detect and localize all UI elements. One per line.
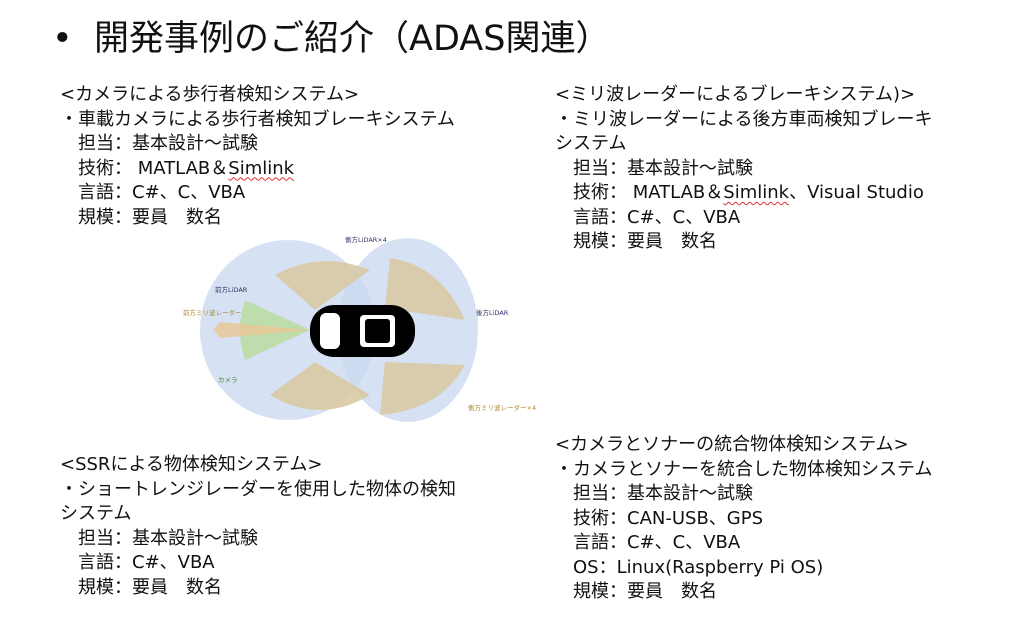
title-text: 開発事例のご紹介（ADAS関連） <box>94 19 611 59</box>
label-camera: カメラ <box>218 376 238 384</box>
section-camera-pedestrian: <カメラによる歩行者検知システム> ・車載カメラによる歩行者検知ブレーキシステム… <box>60 83 455 230</box>
row-tantou: 担当：基本設計～試験 <box>573 157 753 179</box>
section-summary: ・ショートレンジレーダーを使用した物体の検知 <box>60 478 456 500</box>
row-os: OS：Linux(Raspberry Pi OS) <box>573 556 824 578</box>
section-heading: <カメラによる歩行者検知システム> <box>60 84 360 105</box>
row-gengo: 言語：C#、C、VBA <box>78 182 246 203</box>
section-summary: ・カメラとソナーを統合した物体検知システム <box>555 458 933 480</box>
label-side-lidar: 側方LiDAR×4 <box>345 235 387 244</box>
section-summary-cont: システム <box>555 133 627 154</box>
gijutsu-suffix: 、Visual Studio <box>789 182 924 203</box>
row-kibo: 規模：要員 数名 <box>78 206 222 228</box>
row-gengo: 言語：C#、VBA <box>78 552 215 573</box>
label-rear-lidar: 後方LiDAR <box>476 308 509 317</box>
label-side-radar: 側方ミリ波レーダー×4 <box>468 403 536 412</box>
row-kibo: 規模：要員 数名 <box>573 581 717 602</box>
row-gijutsu: 技術： MATLAB＆Simlink、Visual Studio <box>555 181 932 206</box>
row-tantou: 担当：基本設計～試験 <box>573 483 753 504</box>
title-bullet: • <box>52 19 73 59</box>
section-heading: <SSRによる物体検知システム> <box>60 454 323 475</box>
row-tantou: 担当：基本設計～試験 <box>78 133 258 154</box>
row-gijutsu: 技術：CAN-USB、GPS <box>573 507 764 529</box>
row-gengo: 言語：C#、C、VBA <box>573 206 741 228</box>
label-front-lidar: 前方LiDAR <box>215 285 248 294</box>
side-radar-fr <box>385 258 465 320</box>
section-ssr: <SSRによる物体検知システム> ・ショートレンジレーダーを使用した物体の検知 … <box>60 453 456 600</box>
front-radar-coverage <box>213 322 310 338</box>
spellcheck-word: Simlink <box>228 157 295 179</box>
side-radar-rl <box>270 362 370 410</box>
row-gengo: 言語：C#、C、VBA <box>573 532 741 553</box>
section-camera-sonar: <カメラとソナーの統合物体検知システム> ・カメラとソナーを統合した物体検知シス… <box>555 433 932 605</box>
section-summary: ・車載カメラによる歩行者検知ブレーキシステム <box>60 108 455 130</box>
adas-sensor-diagram: 側方LiDAR×4 前方LiDAR 前方ミリ波レーダー カメラ 後方LiDAR … <box>183 235 536 422</box>
side-radar-rr <box>380 362 465 415</box>
side-radar-fl <box>275 261 370 310</box>
row-kibo: 規模：要員 数名 <box>573 231 717 252</box>
row-kibo: 規模：要員 数名 <box>78 576 222 598</box>
spellcheck-word: Simlink <box>723 182 790 203</box>
row-tantou: 担当：基本設計～試験 <box>78 527 258 549</box>
section-heading: <ミリ波レーダーによるブレーキシステム)> <box>555 84 916 105</box>
car-icon <box>310 305 415 357</box>
section-summary-cont: システム <box>60 503 132 524</box>
section-summary: ・ミリ波レーダーによる後方車両検知ブレーキ <box>555 108 933 130</box>
row-gijutsu: 技術： MATLAB＆Simlink <box>60 157 455 182</box>
gijutsu-text: 技術： MATLAB＆ <box>573 182 724 203</box>
slide-title: • 開発事例のご紹介（ADAS関連） <box>52 14 610 64</box>
section-mmwave-brake: <ミリ波レーダーによるブレーキシステム)> ・ミリ波レーダーによる後方車両検知ブ… <box>555 83 932 255</box>
section-heading: <カメラとソナーの統合物体検知システム> <box>555 434 909 455</box>
label-front-radar: 前方ミリ波レーダー <box>183 308 242 317</box>
gijutsu-text: 技術： MATLAB＆ <box>78 157 229 179</box>
